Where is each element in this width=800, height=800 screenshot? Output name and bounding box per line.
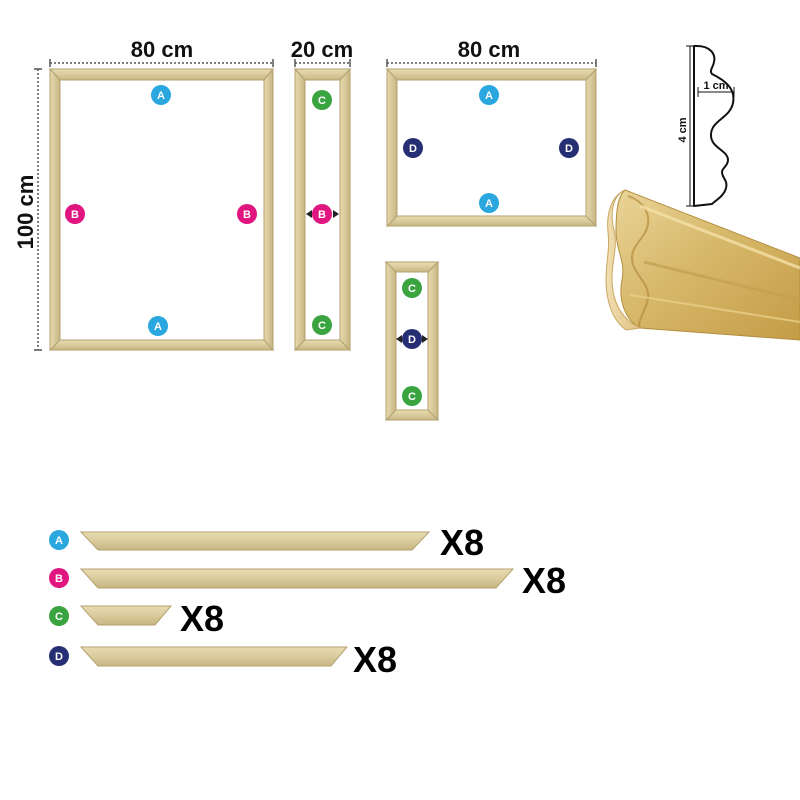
frame-wide-bottom-rail (385, 215, 598, 227)
svg-text:C: C (408, 283, 416, 295)
svg-text:D: D (55, 651, 63, 663)
svg-text:A: A (485, 198, 493, 210)
legend-row-a: A X8 (49, 522, 484, 563)
badge-a-large-top: A (151, 85, 171, 105)
piece-d-strip (79, 646, 349, 667)
frame-small-vertical (384, 260, 440, 422)
legend-badge-d: D (49, 646, 69, 666)
piece-a-quantity: X8 (440, 522, 484, 563)
svg-text:D: D (409, 143, 417, 155)
badge-b-narrow-middle: B (306, 204, 339, 224)
dimension-label-wide-width: 80 cm (458, 37, 520, 62)
frame-narrow-20x100 (293, 67, 352, 352)
frame-large-80x100 (48, 67, 275, 352)
svg-text:C: C (318, 95, 326, 107)
svg-text:B: B (71, 209, 79, 221)
dimension-line-narrow-width (294, 59, 351, 67)
molding-profile-drawing (686, 45, 735, 207)
frame-large-right-rail (263, 67, 274, 352)
legend-row-c: C X8 (49, 598, 224, 639)
dimension-line-large-width (49, 59, 274, 67)
badge-c-narrow-bottom: C (312, 315, 332, 335)
svg-text:A: A (485, 90, 493, 102)
legend-row-d: D X8 (49, 639, 397, 680)
svg-text:C: C (318, 320, 326, 332)
badge-b-large-right: B (237, 204, 257, 224)
frame-wide-left-rail (386, 67, 398, 228)
frame-wide-80 (385, 67, 598, 228)
svg-text:D: D (565, 143, 573, 155)
piece-d-quantity: X8 (353, 639, 397, 680)
dimension-label-narrow-width: 20 cm (291, 37, 353, 62)
badge-b-large-left: B (65, 204, 85, 224)
frame-wide-top-rail (385, 68, 598, 81)
dimension-line-wide-width (386, 59, 597, 67)
frame-small-left-rail (385, 260, 397, 422)
piece-b-quantity: X8 (522, 560, 566, 601)
badge-c-small-top: C (402, 278, 422, 298)
piece-a-strip (79, 531, 431, 551)
profile-height-label: 4 cm (677, 117, 689, 142)
badge-c-narrow-top: C (312, 90, 332, 110)
svg-text:C: C (55, 611, 63, 623)
svg-text:B: B (318, 209, 326, 221)
badge-a-wide-top: A (479, 85, 499, 105)
svg-text:B: B (55, 573, 63, 585)
dimension-label-large-width: 80 cm (131, 37, 193, 62)
profile-width-label: 1 cm (703, 80, 728, 92)
frame-large-top-rail (48, 68, 275, 81)
frame-narrow-left-rail (294, 67, 306, 352)
legend-row-b: B X8 (49, 560, 566, 601)
dimension-line-large-height (34, 68, 42, 351)
svg-text:A: A (55, 535, 63, 547)
molding-3d-illustration (605, 189, 800, 341)
svg-text:D: D (408, 334, 416, 346)
piece-b-strip (79, 568, 515, 589)
badge-a-wide-bottom: A (479, 193, 499, 213)
svg-text:A: A (154, 321, 162, 333)
svg-text:C: C (408, 391, 416, 403)
frame-large-left-rail (49, 67, 61, 352)
piece-c-quantity: X8 (180, 598, 224, 639)
svg-text:B: B (243, 209, 251, 221)
badge-c-small-bottom: C (402, 386, 422, 406)
legend-badge-b: B (49, 568, 69, 588)
frame-narrow-right-rail (339, 67, 351, 352)
badge-d-wide-left: D (403, 138, 423, 158)
legend-badge-a: A (49, 530, 69, 550)
badge-a-large-bottom: A (148, 316, 168, 336)
piece-c-strip (79, 605, 173, 626)
frame-large-bottom-rail (48, 339, 275, 351)
legend-badge-c: C (49, 606, 69, 626)
frame-wide-right-rail (585, 67, 597, 228)
badge-d-small-middle: D (396, 329, 428, 349)
svg-text:A: A (157, 90, 165, 102)
dimension-label-large-height: 100 cm (13, 175, 38, 250)
badge-d-wide-right: D (559, 138, 579, 158)
frame-small-right-rail (427, 260, 439, 422)
